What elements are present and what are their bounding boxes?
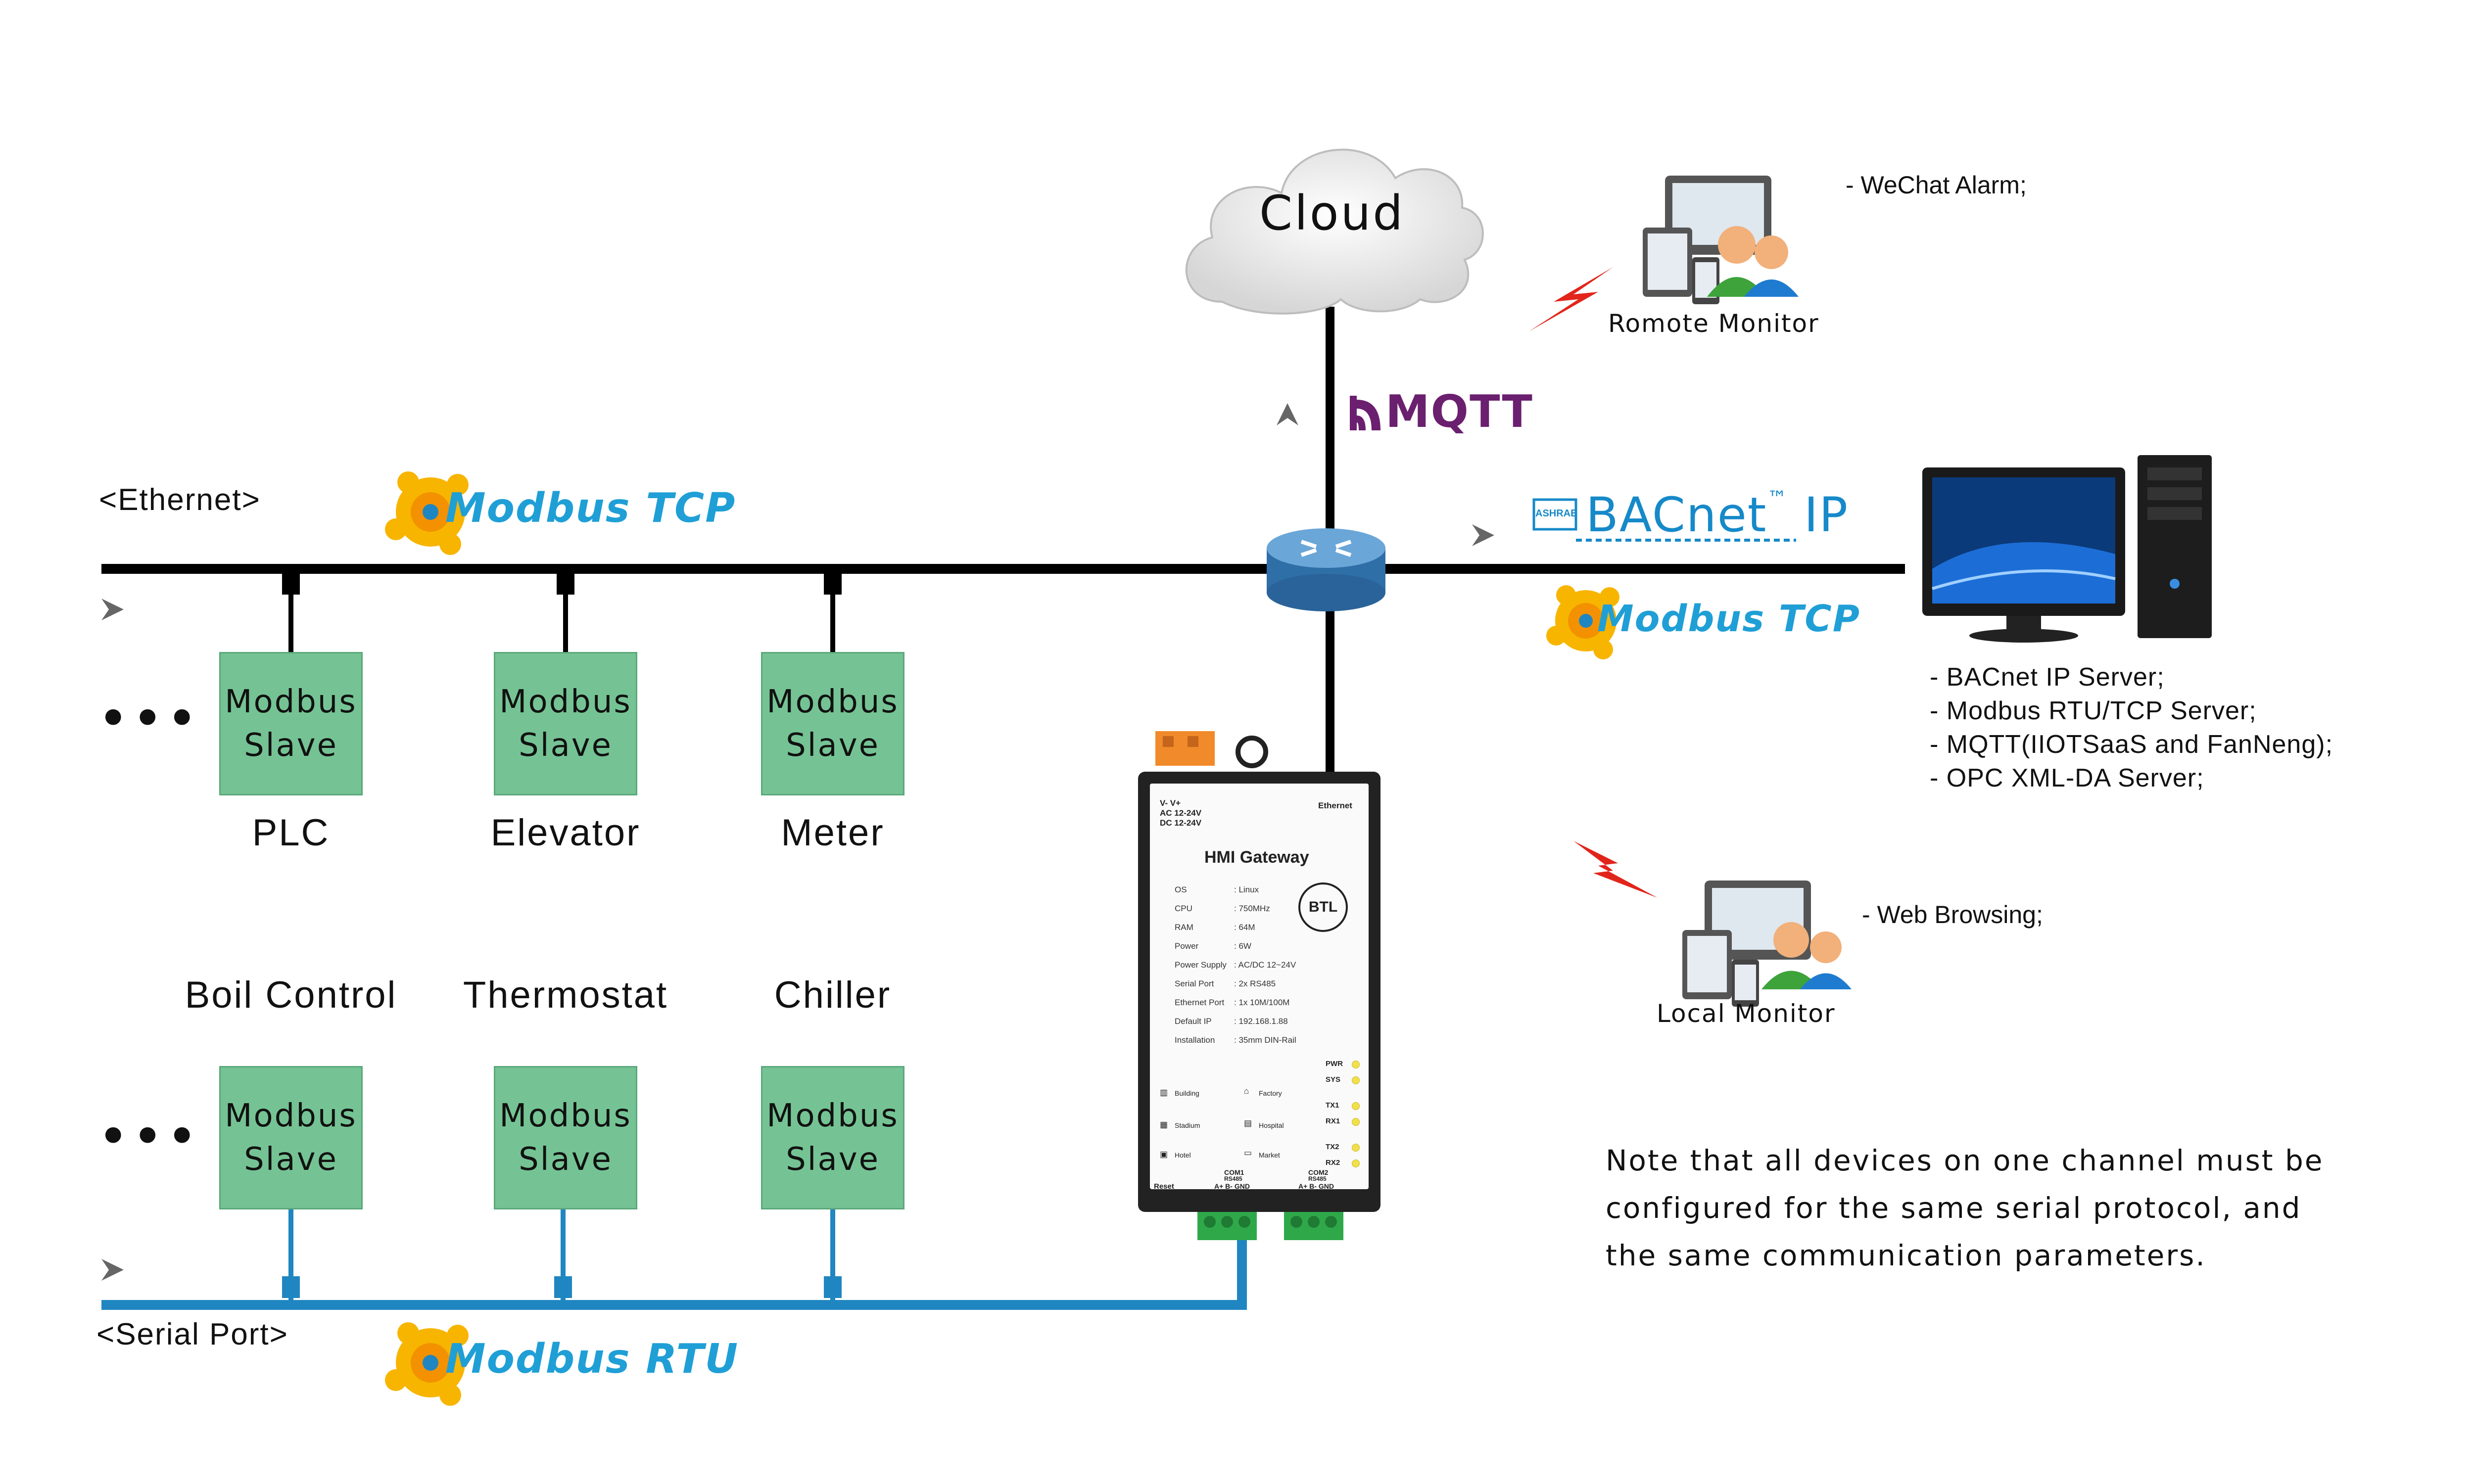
caption-boil-control: Boil Control [185,974,397,1016]
caption-plc: PLC [252,812,330,854]
ethernet-taps [282,569,842,655]
modbus-logo-icon [1546,585,1619,659]
caption-thermostat: Thermostat [463,974,668,1016]
more-ethernet-devices: ••• [99,693,202,744]
ethernet-label: <Ethernet> [99,483,261,517]
ethernet-slave-plc: Modbus Slave [219,652,363,795]
local-monitor-label: Local Monitor [1657,999,1836,1028]
arrow-right-icon [1472,524,1494,546]
led-sys [1352,1076,1360,1084]
serial-slave-boil-control: Modbus Slave [219,1066,363,1209]
configuration-note: Note that all devices on one channel mus… [1606,1144,2324,1272]
arrow-up-icon [1277,403,1298,425]
more-serial-devices: ••• [99,1111,202,1162]
desktop-pc-icon [1922,455,2212,643]
ashrae-icon [1532,498,1577,531]
serial-bus [101,1239,1247,1310]
modbus-tcp-logo-right: Modbus TCP [1597,598,1860,640]
cloud-label: Cloud [1259,186,1405,241]
market-icon: ▭ [1244,1148,1252,1158]
modbus-logo-icon [385,1322,469,1406]
arrow-right-icon [101,599,124,620]
ethernet-slave-elevator: Modbus Slave [494,652,637,795]
serial-slave-thermostat: Modbus Slave [494,1066,637,1209]
remote-monitor-label: Romote Monitor [1608,309,1819,338]
gateway-title: HMI Gateway [1204,848,1309,867]
ethernet-slave-meter: Modbus Slave [761,652,904,795]
btl-badge: BTL [1298,882,1348,932]
hospital-icon: ▤ [1244,1118,1252,1128]
monitor-devices-icon [1682,881,1811,1007]
modbus-logo-icon [385,471,469,555]
caption-elevator: Elevator [490,812,641,854]
ethernet-port-label: Ethernet [1318,801,1352,810]
reset-button[interactable]: Reset [1154,1182,1174,1191]
caption-chiller: Chiller [774,974,892,1016]
ashrae-label: ASHRAE [1535,508,1577,519]
bacnet-logo: BACnet™ IP [1586,487,1849,543]
serial-taps [282,1208,842,1305]
arrow-right-icon [101,1259,124,1281]
router-icon [1267,528,1385,611]
building-icon: ▥ [1160,1088,1168,1097]
server-feature-list: - BACnet IP Server; - Modbus RTU/TCP Ser… [1930,663,2333,792]
led-tx2 [1352,1144,1360,1152]
users-icon [1761,922,1852,989]
led-pwr [1352,1061,1360,1068]
wechat-alarm-note: - WeChat Alarm; [1846,171,2027,199]
led-rx2 [1352,1159,1360,1167]
lightning-icon [1573,841,1658,898]
mount-hole [1236,736,1268,768]
users-icon [1707,226,1799,297]
mqtt-signal-icon [1350,396,1380,430]
mqtt-logo: MQTT [1385,386,1533,438]
factory-icon: ⌂ [1244,1086,1249,1096]
modbus-tcp-logo: Modbus TCP [445,485,736,532]
cloud-icon [1185,148,1484,315]
lightning-icon [1529,267,1613,331]
gateway-front-panel: V- V+ AC 12-24V DC 12-24V Ethernet HMI G… [1150,784,1369,1191]
led-tx1 [1352,1102,1360,1110]
serial-slave-chiller: Modbus Slave [761,1066,904,1209]
com-terminals [1197,1209,1343,1240]
led-rx1 [1352,1118,1360,1126]
web-browsing-note: - Web Browsing; [1862,901,2043,928]
hotel-icon: ▣ [1160,1150,1168,1159]
caption-meter: Meter [781,812,885,854]
hmi-gateway-device: V- V+ AC 12-24V DC 12-24V Ethernet HMI G… [1138,772,1380,1212]
serial-port-label: <Serial Port> [96,1317,288,1351]
stadium-icon: ▦ [1160,1120,1168,1129]
modbus-rtu-logo: Modbus RTU [445,1336,739,1383]
